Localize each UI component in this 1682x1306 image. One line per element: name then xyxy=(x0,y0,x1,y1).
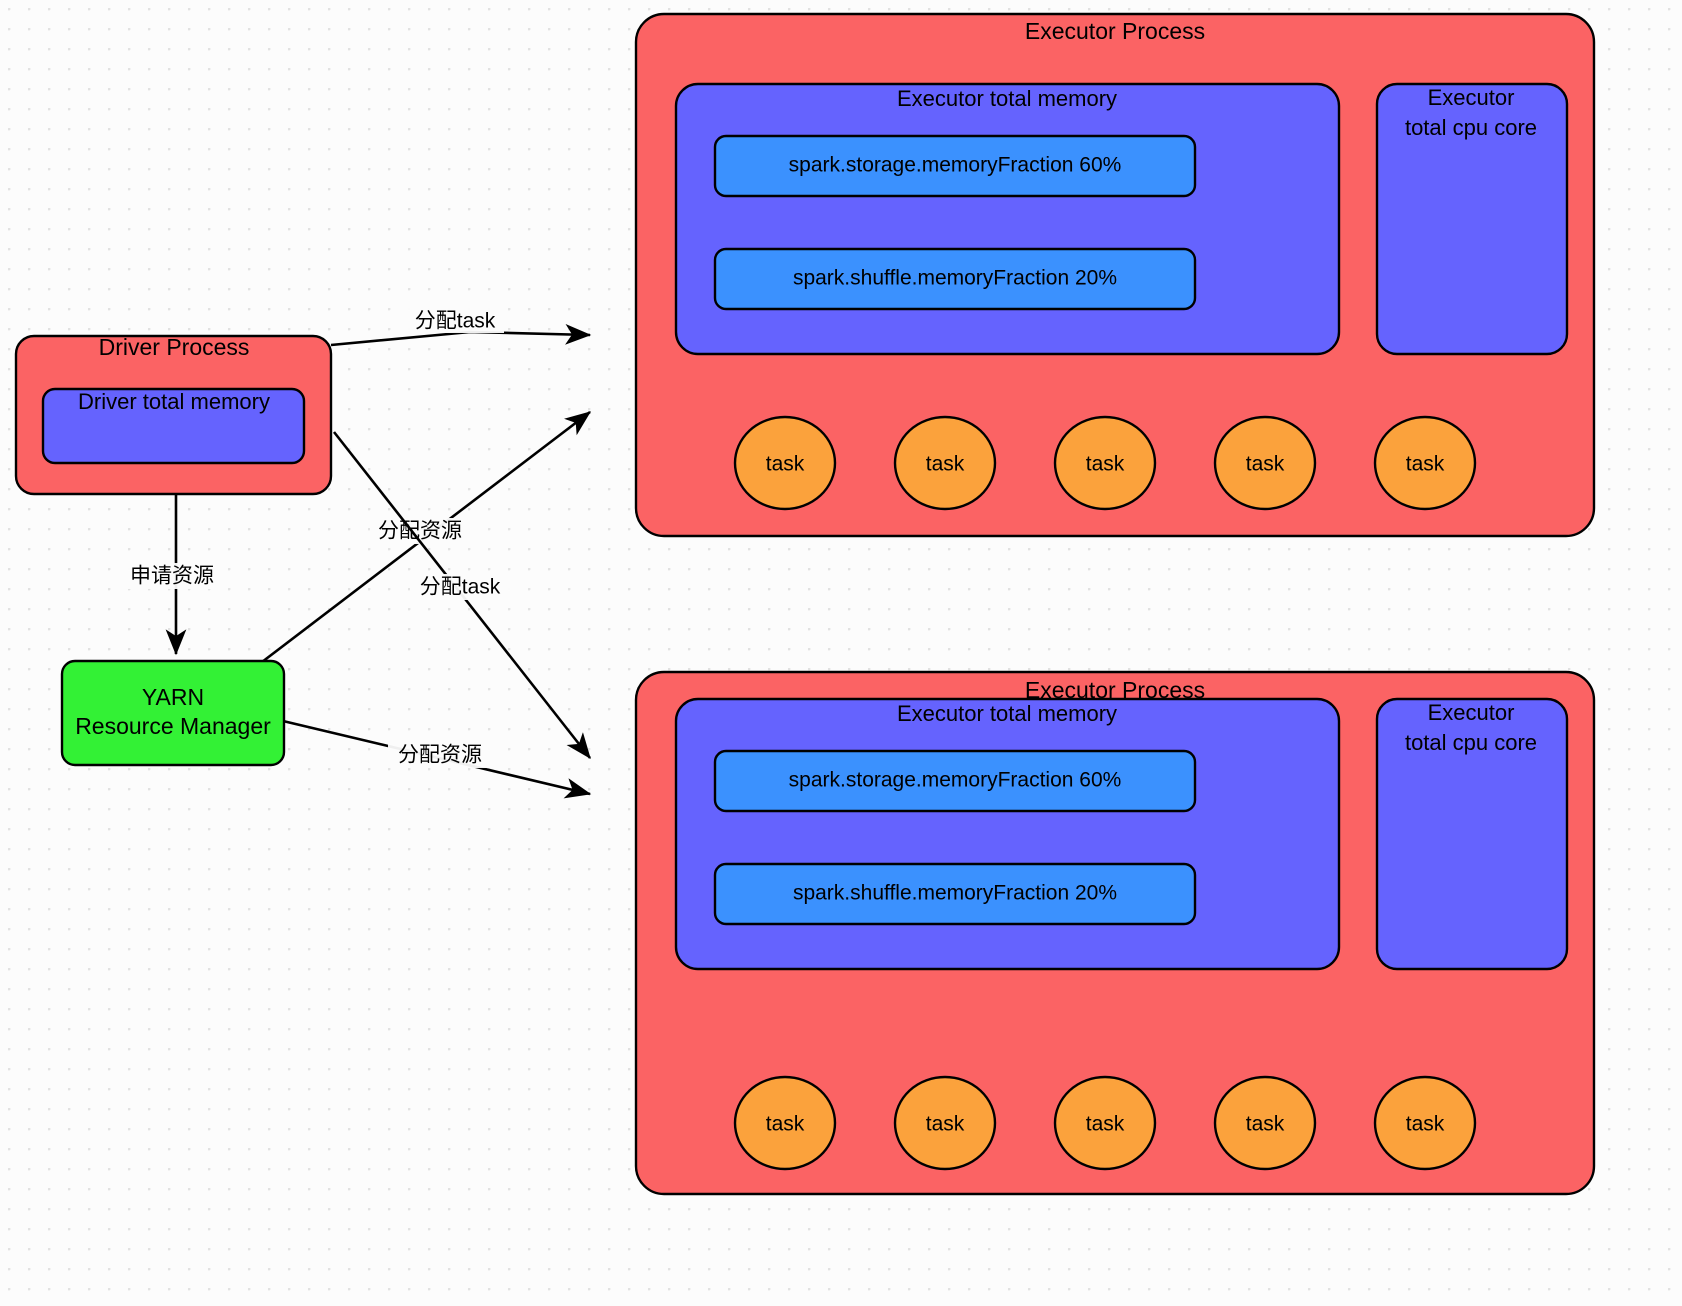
task-label: task xyxy=(766,453,805,476)
edge-driver-to-exec2-task: 分配task xyxy=(332,431,592,760)
driver-process-title: Driver Process xyxy=(99,334,250,360)
executor-1-shuffle-fraction-box[interactable] xyxy=(713,247,1197,311)
edge-driver-to-exec1-task: 分配task xyxy=(330,307,592,347)
task-node[interactable]: task xyxy=(1053,1075,1157,1171)
executor-1-shuffle-fraction-label: spark.shuffle.memoryFraction 20% xyxy=(793,267,1117,290)
task-circle[interactable] xyxy=(1373,415,1477,511)
executor-1-cpu-core-title-line1: Executor xyxy=(1428,85,1515,110)
task-node[interactable]: task xyxy=(733,415,837,511)
edge-label-driver-to-exec1-task: 分配task xyxy=(415,310,496,333)
executor-process-2[interactable]: Executor Process Executor total memory s… xyxy=(634,670,1596,1196)
task-label: task xyxy=(766,1113,805,1136)
task-circle[interactable] xyxy=(893,415,997,511)
executor-1-storage-fraction-label: spark.storage.memoryFraction 60% xyxy=(789,154,1122,177)
executor-2-total-memory-title: Executor total memory xyxy=(897,701,1117,726)
yarn-label-line2: Resource Manager xyxy=(75,713,271,739)
task-node[interactable]: task xyxy=(893,1075,997,1171)
task-circle[interactable] xyxy=(1213,415,1317,511)
yarn-resource-manager-node[interactable]: YARN Resource Manager xyxy=(60,659,286,767)
executor-2-shuffle-fraction-label: spark.shuffle.memoryFraction 20% xyxy=(793,882,1117,905)
task-node[interactable]: task xyxy=(1053,415,1157,511)
task-label: task xyxy=(1406,1113,1445,1136)
task-circle[interactable] xyxy=(733,415,837,511)
task-circle[interactable] xyxy=(1373,1075,1477,1171)
task-node[interactable]: task xyxy=(733,1075,837,1171)
task-node[interactable]: task xyxy=(1373,1075,1477,1171)
task-label: task xyxy=(1086,1113,1125,1136)
driver-total-memory-box[interactable] xyxy=(41,387,306,465)
task-node[interactable]: task xyxy=(893,415,997,511)
yarn-resource-manager-box[interactable] xyxy=(60,659,286,767)
executor-2-cpu-core-title-line2: total cpu core xyxy=(1405,730,1537,755)
task-circle[interactable] xyxy=(1053,415,1157,511)
driver-total-memory-label: Driver total memory xyxy=(78,389,270,414)
edge-yarn-to-exec1-resource: 分配资源 xyxy=(261,410,592,664)
task-node[interactable]: task xyxy=(1213,415,1317,511)
edge-driver-to-yarn-request: 申请资源 xyxy=(120,494,224,656)
driver-process-node[interactable]: Driver Process Driver total memory xyxy=(14,334,333,496)
executor-process-1[interactable]: Executor Process Executor total memory s… xyxy=(634,12,1596,538)
executor-2-cpu-core-box[interactable] xyxy=(1375,697,1569,971)
task-circle[interactable] xyxy=(733,1075,837,1171)
task-label: task xyxy=(926,1113,965,1136)
task-label: task xyxy=(1086,453,1125,476)
task-node[interactable]: task xyxy=(1373,415,1477,511)
task-label: task xyxy=(1406,453,1445,476)
task-circle[interactable] xyxy=(893,1075,997,1171)
executor-1-cpu-core-box[interactable] xyxy=(1375,82,1569,356)
executor-2-storage-fraction-box[interactable] xyxy=(713,749,1197,813)
executor-process-1-title: Executor Process xyxy=(1025,18,1205,44)
executor-2-storage-fraction-label: spark.storage.memoryFraction 60% xyxy=(789,769,1122,792)
executor-2-cpu-core-title-line1: Executor xyxy=(1428,700,1515,725)
task-circle[interactable] xyxy=(1053,1075,1157,1171)
executor-1-storage-fraction-box[interactable] xyxy=(713,134,1197,198)
executor-1-cpu-core-title-line2: total cpu core xyxy=(1405,115,1537,140)
edge-label-driver-to-exec2-task: 分配task xyxy=(420,576,501,599)
executor-2-total-memory-box[interactable] xyxy=(674,697,1341,971)
executor-2-task-row: task task task task task xyxy=(733,1075,1477,1171)
task-label: task xyxy=(926,453,965,476)
executor-1-total-memory-box[interactable] xyxy=(674,82,1341,356)
yarn-label-line1: YARN xyxy=(142,684,204,710)
edges-group: 分配task 分配资源 分配task 申请资源 xyxy=(120,307,592,799)
task-label: task xyxy=(1246,453,1285,476)
task-label: task xyxy=(1246,1113,1285,1136)
executor-1-total-memory-title: Executor total memory xyxy=(897,86,1117,111)
edge-label-yarn-to-exec1-resource: 分配资源 xyxy=(378,520,462,543)
task-node[interactable]: task xyxy=(1213,1075,1317,1171)
task-circle[interactable] xyxy=(1213,1075,1317,1171)
executor-2-shuffle-fraction-box[interactable] xyxy=(713,862,1197,926)
executor-1-task-row: task task task task task xyxy=(733,415,1477,511)
edge-yarn-to-exec2-resource: 分配资源 xyxy=(282,719,592,799)
edge-label-driver-to-yarn-request: 申请资源 xyxy=(130,565,214,588)
edge-label-yarn-to-exec2-resource: 分配资源 xyxy=(398,744,482,767)
